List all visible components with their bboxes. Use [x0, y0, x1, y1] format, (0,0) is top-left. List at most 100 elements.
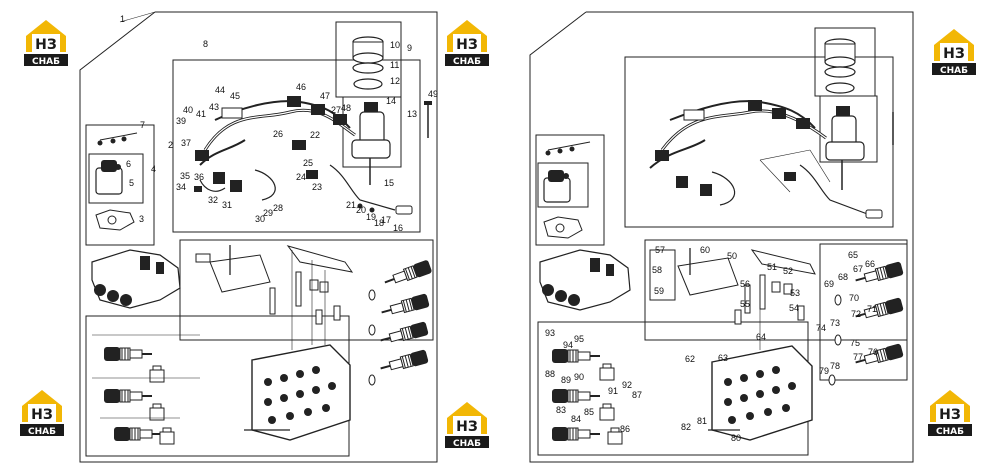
callout-68: 68: [838, 272, 848, 282]
callout-65: 65: [848, 250, 858, 260]
callout-94: 94: [563, 340, 573, 350]
callout-82: 82: [681, 422, 691, 432]
callout-39: 39: [176, 116, 186, 126]
callout-77: 77: [853, 352, 863, 362]
logo-5: НЗ СНАБ: [445, 402, 489, 449]
callout-49: 49: [428, 89, 438, 99]
callout-29: 29: [263, 208, 273, 218]
callout-3: 3: [139, 214, 144, 224]
callout-34: 34: [176, 182, 186, 192]
callout-1: 1: [120, 14, 125, 24]
callout-37: 37: [181, 138, 191, 148]
brand-logos: НЗ СНАБ НЗ СНАБ НЗ СНАБ НЗ СНАБ НЗ СНАБ НЗ СНАБ: [20, 20, 976, 449]
callout-71: 71: [867, 304, 877, 314]
callout-22: 22: [310, 130, 320, 140]
logo-1: НЗ СНАБ: [24, 20, 68, 67]
logo-sub-text: СНАБ: [453, 57, 481, 67]
logo-2: НЗ СНАБ: [445, 20, 489, 67]
callout-28: 28: [273, 203, 283, 213]
logo-main-text: НЗ: [943, 46, 965, 62]
callout-62: 62: [685, 354, 695, 364]
callout-74: 74: [816, 323, 826, 333]
callout-8: 8: [203, 39, 208, 49]
logo-sub-text: СНАБ: [940, 66, 968, 76]
callout-9: 9: [407, 43, 412, 53]
callout-24: 24: [296, 172, 306, 182]
callout-95: 95: [574, 334, 584, 344]
callout-30: 30: [255, 214, 265, 224]
logo-main-text: НЗ: [939, 407, 961, 423]
callout-6: 6: [126, 159, 131, 169]
callout-16: 16: [393, 223, 403, 233]
callout-4: 4: [151, 164, 156, 174]
callout-32: 32: [208, 195, 218, 205]
logo-sub-text: СНАБ: [32, 57, 60, 67]
callout-55: 55: [740, 299, 750, 309]
callout-78: 78: [830, 361, 840, 371]
logo-4: НЗ СНАБ: [20, 390, 64, 437]
callout-2: 2: [168, 140, 173, 150]
callout-91: 91: [608, 386, 618, 396]
callout-89: 89: [561, 375, 571, 385]
logo-3: НЗ СНАБ: [932, 29, 976, 76]
callout-46: 46: [296, 82, 306, 92]
logo-main-text: НЗ: [456, 37, 478, 53]
callout-64: 64: [756, 332, 766, 342]
logo-main-text: НЗ: [456, 419, 478, 435]
callout-35: 35: [180, 171, 190, 181]
callout-44: 44: [215, 85, 225, 95]
logo-sub-text: СНАБ: [28, 427, 56, 437]
logo-sub-text: СНАБ: [453, 439, 481, 449]
callout-63: 63: [718, 353, 728, 363]
callout-15: 15: [384, 178, 394, 188]
callout-90: 90: [574, 372, 584, 382]
callout-18: 18: [374, 218, 384, 228]
callout-58: 58: [652, 265, 662, 275]
callout-60: 60: [700, 245, 710, 255]
callout-85: 85: [584, 407, 594, 417]
callout-41: 41: [196, 109, 206, 119]
callout-20: 20: [356, 205, 366, 215]
callout-48: 48: [341, 103, 351, 113]
callout-54: 54: [789, 303, 799, 313]
callout-25: 25: [303, 158, 313, 168]
callout-26: 26: [273, 129, 283, 139]
callout-73: 73: [830, 318, 840, 328]
callout-69: 69: [824, 279, 834, 289]
callout-23: 23: [312, 182, 322, 192]
callout-14: 14: [386, 96, 396, 106]
callout-93: 93: [545, 328, 555, 338]
callout-12: 12: [390, 76, 400, 86]
callout-17: 17: [381, 215, 391, 225]
callout-51: 51: [767, 262, 777, 272]
callout-10: 10: [390, 40, 400, 50]
callout-11: 11: [390, 60, 399, 70]
callout-76: 76: [868, 347, 878, 357]
callout-13: 13: [407, 109, 417, 119]
callout-59: 59: [654, 286, 664, 296]
callout-67: 67: [853, 264, 863, 274]
callout-83: 83: [556, 405, 566, 415]
callout-92: 92: [622, 380, 632, 390]
callout-81: 81: [697, 416, 707, 426]
logo-sub-text: СНАБ: [936, 427, 964, 437]
callout-47: 47: [320, 91, 330, 101]
callout-80: 80: [731, 433, 741, 443]
callout-36: 36: [194, 172, 204, 182]
callout-86: 86: [620, 424, 630, 434]
callout-45: 45: [230, 91, 240, 101]
callout-40: 40: [183, 105, 193, 115]
callout-72: 72: [851, 309, 861, 319]
callout-70: 70: [849, 293, 859, 303]
left-panel: 1234567891011121314151617181920212223242…: [78, 0, 438, 465]
logo-main-text: НЗ: [31, 407, 53, 423]
callout-21: 21: [346, 200, 356, 210]
callout-5: 5: [129, 178, 134, 188]
logo-main-text: НЗ: [35, 37, 57, 53]
callout-31: 31: [222, 200, 232, 210]
callout-57: 57: [655, 245, 665, 255]
